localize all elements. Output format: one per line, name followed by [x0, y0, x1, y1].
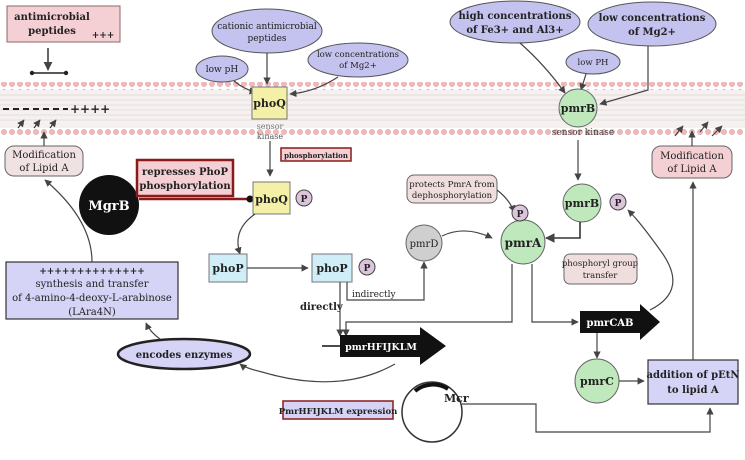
pmra-node: pmrA — [500, 219, 546, 265]
pmrd-label: pmrD — [410, 239, 439, 250]
mod-left-label-2: of Lipid A — [19, 163, 69, 174]
phop-p-circle-label: P — [364, 264, 371, 274]
low-mg-right-ellipse: low concentrations of Mg2+ — [587, 1, 717, 47]
low-mg-left-label-1: low concentrations — [317, 50, 399, 60]
pmrb-p-circle-label: P — [615, 199, 622, 209]
mod-right-label-1: Modification — [660, 151, 724, 162]
low-ph-left-ellipse: low pH — [195, 55, 249, 83]
petn-addition-box: addition of pEtN to lipid A — [647, 359, 740, 405]
encodes-label: encodes enzymes — [136, 350, 233, 361]
phop-right-label: phoP — [316, 262, 347, 275]
modification-lipid-a-right: Modification of Lipid A — [651, 145, 733, 179]
plus-row-label: ++++++++++++++ — [39, 267, 145, 277]
mgrb-label: MgrB — [88, 199, 129, 214]
protects-label-2: dephosphorylation — [412, 191, 493, 201]
pmra-p-circle-label: P — [517, 210, 524, 220]
phoq-phosphorylated-box: phoQ — [252, 181, 291, 215]
antimicrobial-peptides-box: antimicrobial peptides +++ — [6, 5, 121, 43]
cationic-peptides-ellipse: cationic antimicrobial peptides — [211, 8, 323, 54]
modification-lipid-a-left: Modification of Lipid A — [4, 145, 84, 177]
expression-label: PmrHFIJKLM expression — [279, 407, 398, 417]
pmrb-p-circle: P — [609, 193, 627, 211]
pmra-label: pmrA — [505, 236, 542, 250]
phosphorylation-box: phosphorylation — [280, 147, 352, 162]
mcr-label: Mcr — [444, 392, 469, 405]
encodes-enzymes-ellipse: encodes enzymes — [116, 337, 252, 371]
pmrcab-gene: pmrCAB — [580, 304, 660, 340]
high-fe-label-1: high concentrations — [459, 11, 572, 22]
cell-membrane — [0, 82, 745, 136]
sensor-kinase-right: sensor kinase — [552, 128, 614, 138]
high-fe-al-ellipse: high concentrations of Fe3+ and Al3+ — [449, 0, 581, 44]
pmrd-node: pmrD — [405, 224, 443, 262]
phosphoryl-transfer-box: phosphoryl group transfer — [562, 253, 639, 285]
mod-left-label-1: Modification — [12, 150, 76, 161]
phosphoryl-label-1: phosphoryl group — [562, 259, 639, 269]
protects-pmra-box: protects PmrA from dephosphorylation — [406, 174, 498, 204]
pmrc-node: pmrC — [574, 358, 620, 404]
pmrb-membrane-label: pmrB — [561, 102, 595, 115]
pmrhfijklm-gene: pmrHFIJKLM — [322, 327, 446, 365]
low-ph-right-label: low PH — [578, 58, 609, 68]
pmrhfijklm-expression-box: PmrHFIJKLM expression — [279, 400, 398, 420]
pmrb-p-label: pmrB — [565, 197, 599, 210]
phosphorylation-label: phosphorylation — [284, 151, 348, 160]
synthesis-label-1: synthesis and transfer — [36, 279, 149, 290]
mod-right-label-2: of Lipid A — [667, 164, 717, 175]
mcr-plasmid — [401, 381, 463, 443]
phoq-membrane-box: phoQ — [251, 86, 288, 120]
phoq-membrane-label: phoQ — [253, 97, 286, 110]
pmrb-phosphorylated-node: pmrB — [562, 183, 602, 223]
low-ph-right-ellipse: low PH — [565, 49, 621, 75]
phoq-p-circle-label: P — [301, 195, 308, 205]
low-ph-left-label: low pH — [206, 65, 239, 75]
phop-p-circle: P — [358, 258, 376, 276]
antimicrobial-peptides-label-2: peptides — [28, 26, 76, 37]
mgrb-node: MgrB — [79, 175, 139, 235]
phop-box-left: phoP — [208, 253, 248, 283]
high-fe-label-2: of Fe3+ and Al3+ — [466, 25, 563, 36]
directly-label: directly — [300, 302, 344, 313]
pmrcab-label: pmrCAB — [586, 318, 633, 329]
low-mg-right-label-1: low concentrations — [599, 13, 706, 24]
phoq-p-circle: P — [295, 189, 313, 207]
pmrb-membrane-node: pmrB — [558, 88, 598, 128]
sensor-kinase-left-2: kinase — [257, 132, 283, 141]
membrane-charge-label: ++++ — [70, 102, 110, 116]
pmrc-label: pmrC — [580, 375, 614, 388]
represses-label-2: phosphorylation — [139, 181, 231, 192]
phosphoryl-label-2: transfer — [583, 271, 619, 281]
antimicrobial-charge-label: +++ — [92, 31, 115, 41]
synthesis-label-2: of 4-amino-4-deoxy-L-arabinose — [12, 293, 172, 304]
pmrhfijklm-label: pmrHFIJKLM — [345, 342, 417, 353]
low-mg-left-label-2: of Mg2+ — [339, 61, 377, 71]
protects-label-1: protects PmrA from — [409, 180, 494, 190]
phoq-p-label: phoQ — [255, 193, 288, 206]
antimicrobial-peptides-label-1: antimicrobial — [14, 12, 90, 23]
cationic-label-1: cationic antimicrobial — [217, 22, 317, 32]
addition-label-2: to lipid A — [667, 385, 719, 396]
addition-label-1: addition of pEtN — [647, 370, 740, 381]
low-mg-right-label-2: of Mg2+ — [628, 27, 676, 38]
cationic-label-2: peptides — [247, 34, 286, 44]
sensor-kinase-left-1: sensor — [257, 122, 284, 131]
pmra-p-circle: P — [511, 204, 529, 222]
synthesis-label-3: (LAra4N) — [68, 307, 116, 318]
represses-label-1: represses PhoP — [142, 167, 228, 178]
phop-left-label: phoP — [212, 262, 243, 275]
phop-box-right: phoP — [311, 253, 353, 283]
indirectly-label: indirectly — [352, 290, 396, 300]
low-mg-left-ellipse: low concentrations of Mg2+ — [307, 42, 409, 78]
lara4n-synthesis-box: ++++++++++++++ synthesis and transfer of… — [5, 261, 179, 320]
represses-phop-box: represses PhoP phosphorylation — [135, 158, 235, 198]
